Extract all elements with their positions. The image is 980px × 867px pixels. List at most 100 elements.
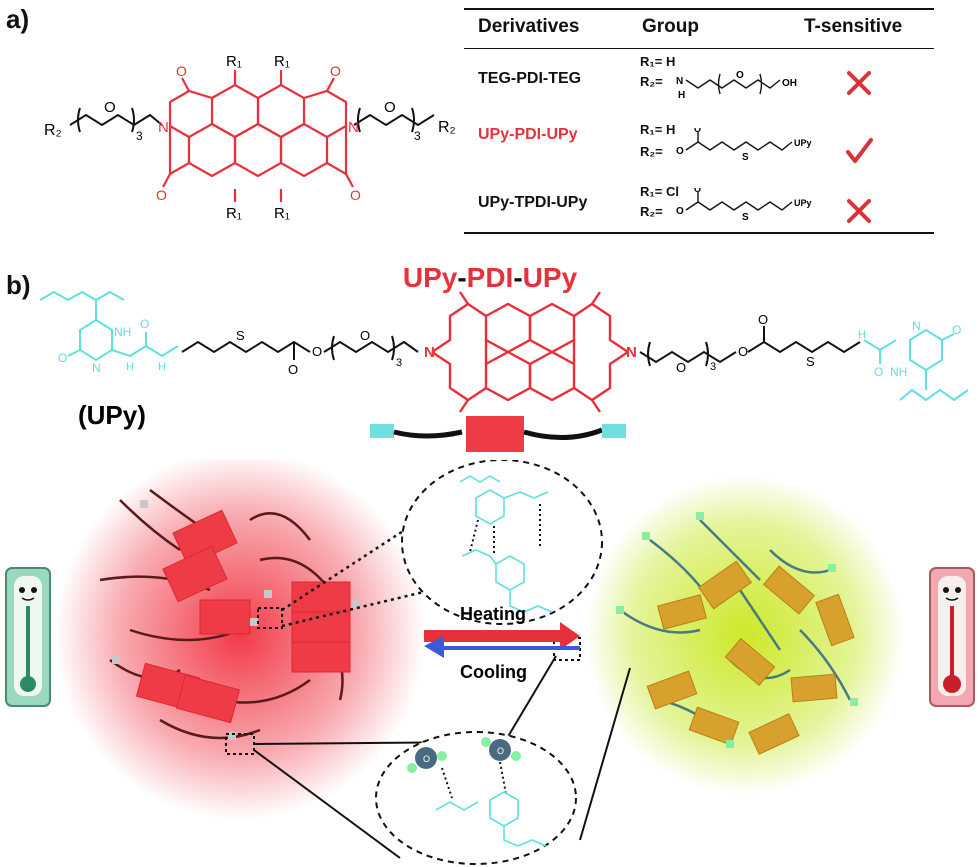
r1-bottom-right: R₁ (274, 205, 290, 222)
row2-r2-group: O O S UPy (676, 128, 812, 162)
o-carbonyl-4: O (350, 187, 361, 203)
title-upy-right: UPy (522, 262, 578, 293)
s-right: S (806, 354, 815, 369)
header-derivatives: Derivatives (478, 16, 580, 37)
o-left-atom: O (104, 99, 116, 116)
cold-thermometer-icon (5, 567, 51, 707)
panel-label-b: b) (6, 270, 31, 300)
upy-h1-left: H (126, 361, 134, 373)
water-molecule-2: O (481, 737, 521, 761)
heating-label: Heating (460, 604, 526, 624)
row1-r2-group: N H O OH (676, 70, 797, 101)
pdi-stack-block (291, 641, 351, 673)
cross-icon (844, 196, 874, 226)
pdi-stack-block (199, 599, 251, 635)
row2-r2: R₂= (640, 144, 663, 159)
row3-r1: R₁= Cl (640, 184, 679, 199)
upy-h2-left: H (158, 361, 166, 373)
upy-tag-r3: UPy (794, 198, 812, 208)
derivatives-table: Derivatives Group T-sensitive TEG-PDI-TE… (464, 8, 934, 234)
o-ester-right: O (758, 312, 768, 327)
upy-tag: UPy (794, 138, 812, 148)
ester-o2-r3: O (694, 188, 701, 194)
assembly-scene: O O Heating Cooling (5, 460, 975, 865)
r1-top-left: R₁ (226, 53, 242, 70)
title-upy-left: UPy (402, 262, 458, 293)
upy-dimer-highlight-box (257, 607, 283, 629)
water-o-2: O (497, 746, 504, 756)
header-t-sensitive: T-sensitive (804, 16, 903, 37)
row-name-upy-pdi-upy: UPy-PDI-UPy (478, 126, 578, 143)
hot-thermometer-icon (929, 567, 975, 707)
n-pdi-left: N (424, 344, 435, 361)
upy-n-left: N (92, 361, 101, 375)
ester-o2: O (694, 128, 701, 134)
title-pdi: PDI (466, 262, 514, 293)
nh-n: N (676, 76, 683, 87)
upy-o2-left: O (140, 317, 149, 331)
o-teg-right: O (676, 360, 686, 375)
r1-top-right: R₁ (274, 53, 290, 70)
upy-o-right: O (952, 323, 961, 337)
nh-h: H (678, 90, 685, 101)
molecule-title: UPy-PDI-UPy (0, 262, 980, 294)
row2-r1: R₁= H (640, 122, 676, 137)
upy-o-left: O (58, 351, 67, 365)
title-dash-1: - (457, 262, 467, 293)
cooling-arrow (424, 636, 580, 658)
pdi-structure-a: R₂ O 3 N N O 3 R₂ O O O O R₁ R₁ R₁ R₁ (44, 53, 456, 222)
cooling-label: Cooling (460, 662, 527, 682)
ester-o1: O (676, 146, 684, 157)
upy-o2-right: O (874, 365, 883, 379)
teg-oh: OH (782, 78, 797, 89)
row-name-upy-tpdi-upy: UPy-TPDI-UPy (478, 194, 588, 211)
s-left: S (236, 328, 245, 343)
n-right-atom: N (348, 119, 359, 136)
o-right-atom: O (384, 99, 396, 116)
upy-nh-left: NH (114, 325, 131, 339)
o-teg-left: O (360, 328, 370, 343)
heating-arrow (424, 622, 580, 650)
r1-bottom-left: R₁ (226, 205, 242, 222)
thioether-s: S (742, 152, 749, 162)
upy-pdi-upy-structure: NH O N H O H (UPy) S O O O 3 N N (40, 290, 969, 430)
water-molecule-1: O (407, 747, 447, 773)
pdi-stack-block (175, 674, 241, 724)
cross-icon (844, 68, 874, 98)
upy-nh-right: NH (890, 365, 907, 379)
o-link-left: O (312, 344, 322, 359)
water-o-1: O (423, 754, 430, 764)
o-carbonyl-1: O (176, 63, 187, 79)
teg-o: O (736, 70, 744, 81)
pdi-stack-block (162, 545, 228, 603)
upy-label: (UPy) (78, 400, 146, 430)
r2-left-label: R₂ (44, 122, 62, 139)
title-dash-2: - (513, 262, 523, 293)
pdi-stack-block (291, 611, 351, 643)
row3-r2: R₂= (640, 204, 663, 219)
thioether-s-r3: S (742, 212, 749, 222)
o-carbonyl-3: O (330, 63, 341, 79)
check-icon (844, 136, 874, 166)
row3-r2-group: O O S UPy (676, 188, 812, 222)
panel-label-a: a) (6, 4, 30, 34)
o-link-right: O (738, 344, 748, 359)
molecule-cartoon (370, 416, 626, 452)
row1-r1: R₁= H (640, 54, 676, 69)
header-group: Group (642, 16, 699, 37)
o-ester-left: O (288, 362, 298, 377)
row-name-teg-pdi-teg: TEG-PDI-TEG (478, 70, 582, 87)
upy-h-right: H (858, 329, 866, 341)
r2-right-label: R₂ (438, 119, 456, 136)
sub3-b-right: 3 (710, 361, 716, 373)
green-dispersed-glow (585, 475, 905, 795)
row1-r2: R₂= (640, 74, 663, 89)
n-left-atom: N (158, 119, 169, 136)
sub3-right: 3 (414, 129, 421, 143)
upy-n-right: N (912, 319, 921, 333)
sub3-left: 3 (136, 129, 143, 143)
sub3-b-left: 3 (396, 357, 402, 369)
upy-dimer-zoom-bubble (401, 460, 603, 625)
o-carbonyl-2: O (156, 187, 167, 203)
red-aggregate-glow (55, 460, 425, 820)
